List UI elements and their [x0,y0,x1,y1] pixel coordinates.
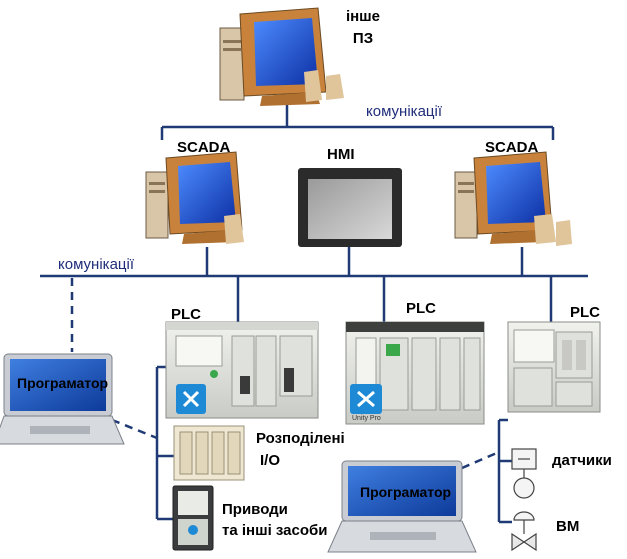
other-software-line2: ПЗ [352,30,374,47]
sensors-label: датчики [552,452,612,469]
plc-middle-label: PLC [406,300,436,317]
hmi-label: HMI [327,146,355,163]
programmer-dashed-links [70,278,500,470]
pc-other-sw [219,7,344,106]
distributed-io-line2: I/O [260,452,281,469]
sensor-icon [511,448,537,499]
programmer-right-label: Програматор [360,484,452,500]
programmer-left-label: Програматор [17,375,109,391]
schneider-logo-icon [176,384,206,414]
pc-scada-right [454,151,572,246]
hmi-panel [298,168,402,247]
plc-left-label: PLC [171,306,201,323]
actuator-valve-icon [511,511,537,552]
communications-label-mid: комунікації [58,256,134,273]
actuators-label: ВМ [556,518,580,535]
plc-right-label: PLC [570,304,600,321]
plc-right [507,321,601,413]
communications-label-top: комунікації [366,103,442,120]
distributed-io-label: Розподілені I/O [256,430,350,469]
distributed-io-module [173,425,245,481]
scada-left-label: SCADA [177,139,231,156]
drives-line2: та інші засоби [222,522,328,539]
unity-pro-caption: Unity Pro [352,415,381,422]
unity-pro-logo-icon [350,384,382,414]
laptop-left [0,353,125,445]
other-software-line1: інше [345,8,381,25]
distributed-io-line1: Розподілені [256,430,345,447]
other-software-label: інше ПЗ [340,8,386,47]
scada-right-label: SCADA [485,139,539,156]
pc-scada-left [145,151,244,244]
laptop-right [327,460,477,553]
drive-unit [172,485,214,551]
drives-line1: Приводи [222,501,288,518]
drives-label: Приводи та інші засоби [222,501,328,539]
